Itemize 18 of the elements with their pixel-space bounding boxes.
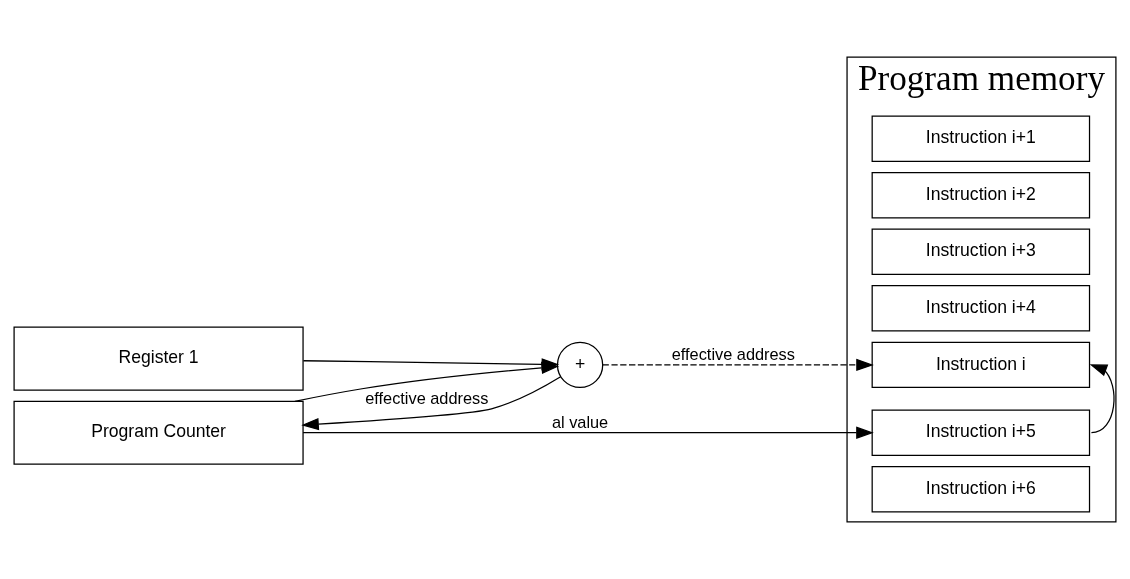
arrow: [1089, 364, 1115, 434]
node-box: Program Counter: [13, 400, 304, 465]
node-circle: +: [556, 341, 604, 389]
node-box: Instruction i+1: [871, 115, 1091, 162]
edge-label: effective address: [671, 345, 795, 364]
node-box: Register 1: [13, 326, 304, 391]
node-box: Instruction i+6: [871, 466, 1091, 513]
arrow: [302, 426, 874, 439]
node-box: Instruction i+5: [871, 409, 1091, 456]
arrow: [301, 376, 562, 431]
node-box: Instruction i+4: [871, 285, 1091, 332]
node-box: Instruction i: [871, 341, 1091, 389]
edge-label: al value: [551, 413, 609, 432]
node-box: Instruction i+3: [871, 228, 1091, 276]
edge-label: effective address: [365, 389, 489, 408]
node-box: Instruction i+2: [871, 172, 1091, 219]
arrow: [294, 361, 560, 402]
arrow: [602, 358, 874, 372]
